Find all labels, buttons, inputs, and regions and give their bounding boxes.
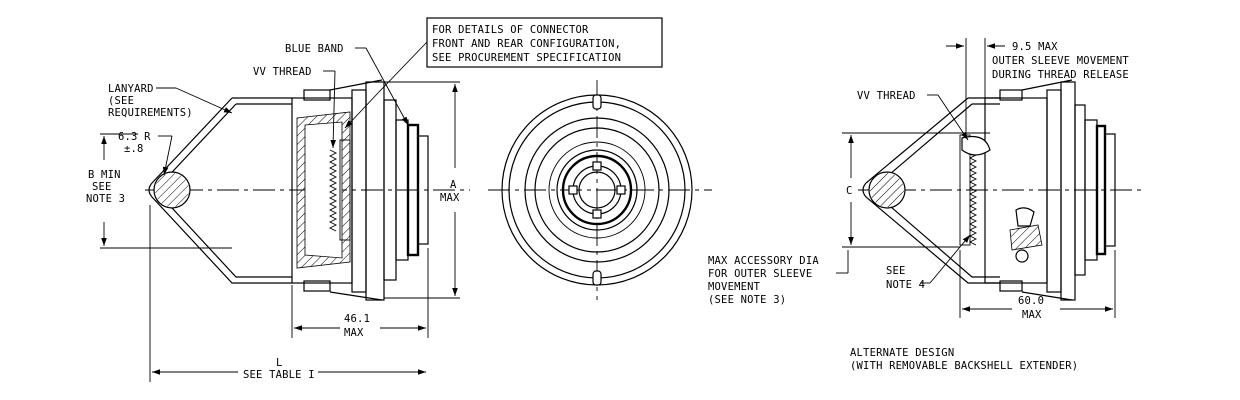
- alt-caption-line-1: ALTERNATE DESIGN: [850, 347, 954, 359]
- dim-60-value: 60.0: [1018, 295, 1044, 307]
- dim-95-value: 9.5 MAX: [1012, 41, 1058, 53]
- max-accessory-line-3: MOVEMENT: [708, 281, 761, 293]
- b-min-note: NOTE 3: [86, 193, 125, 205]
- dim-l-value: L: [276, 357, 283, 369]
- note-box-line-3: SEE PROCUREMENT SPECIFICATION: [432, 52, 621, 64]
- outer-sleeve-line-1: OUTER SLEEVE MOVEMENT: [992, 55, 1129, 67]
- a-max-suffix: MAX: [440, 192, 460, 204]
- radius-tolerance: ±.8: [124, 143, 144, 155]
- lanyard-label-2: (SEE: [108, 95, 134, 107]
- b-min-see: SEE: [92, 181, 112, 193]
- radius-value: 6.3 R: [118, 131, 151, 143]
- lanyard-label-3: REQUIREMENTS): [108, 107, 193, 119]
- alternate-view: 9.5 MAX OUTER SLEEVE MOVEMENT DURING THR…: [708, 38, 1145, 372]
- dim-l-table: SEE TABLE I: [243, 369, 315, 381]
- alt-vv-thread-label: VV THREAD: [857, 90, 916, 102]
- see-note4-line-2: NOTE 4: [886, 279, 925, 291]
- dim-60-suffix: MAX: [1022, 309, 1042, 321]
- note-box-line-1: FOR DETAILS OF CONNECTOR: [432, 24, 589, 36]
- max-accessory-line-2: FOR OUTER SLEEVE: [708, 268, 812, 280]
- blue-band-label: BLUE BAND: [285, 43, 344, 55]
- dim-46-suffix: MAX: [344, 327, 364, 339]
- b-min-label: B MIN: [88, 169, 121, 181]
- lanyard-label: LANYARD: [108, 83, 154, 95]
- see-note4-line-1: SEE: [886, 265, 906, 277]
- note-box-line-2: FRONT AND REAR CONFIGURATION,: [432, 38, 621, 50]
- a-max-label: A: [450, 179, 457, 191]
- alt-caption-line-2: (WITH REMOVABLE BACKSHELL EXTENDER): [850, 360, 1078, 372]
- c-label: C: [846, 185, 853, 197]
- vv-thread-label: VV THREAD: [253, 66, 312, 78]
- max-accessory-line-1: MAX ACCESSORY DIA: [708, 255, 819, 267]
- max-accessory-line-4: (SEE NOTE 3): [708, 294, 786, 306]
- outer-sleeve-line-2: DURING THREAD RELEASE: [992, 69, 1129, 81]
- procurement-note-box: FOR DETAILS OF CONNECTOR FRONT AND REAR …: [344, 17, 663, 129]
- dim-46-value: 46.1: [344, 313, 370, 325]
- front-view: [488, 80, 712, 300]
- side-view: BLUE BAND VV THREAD LANYARD (SEE REQUIRE…: [86, 43, 470, 382]
